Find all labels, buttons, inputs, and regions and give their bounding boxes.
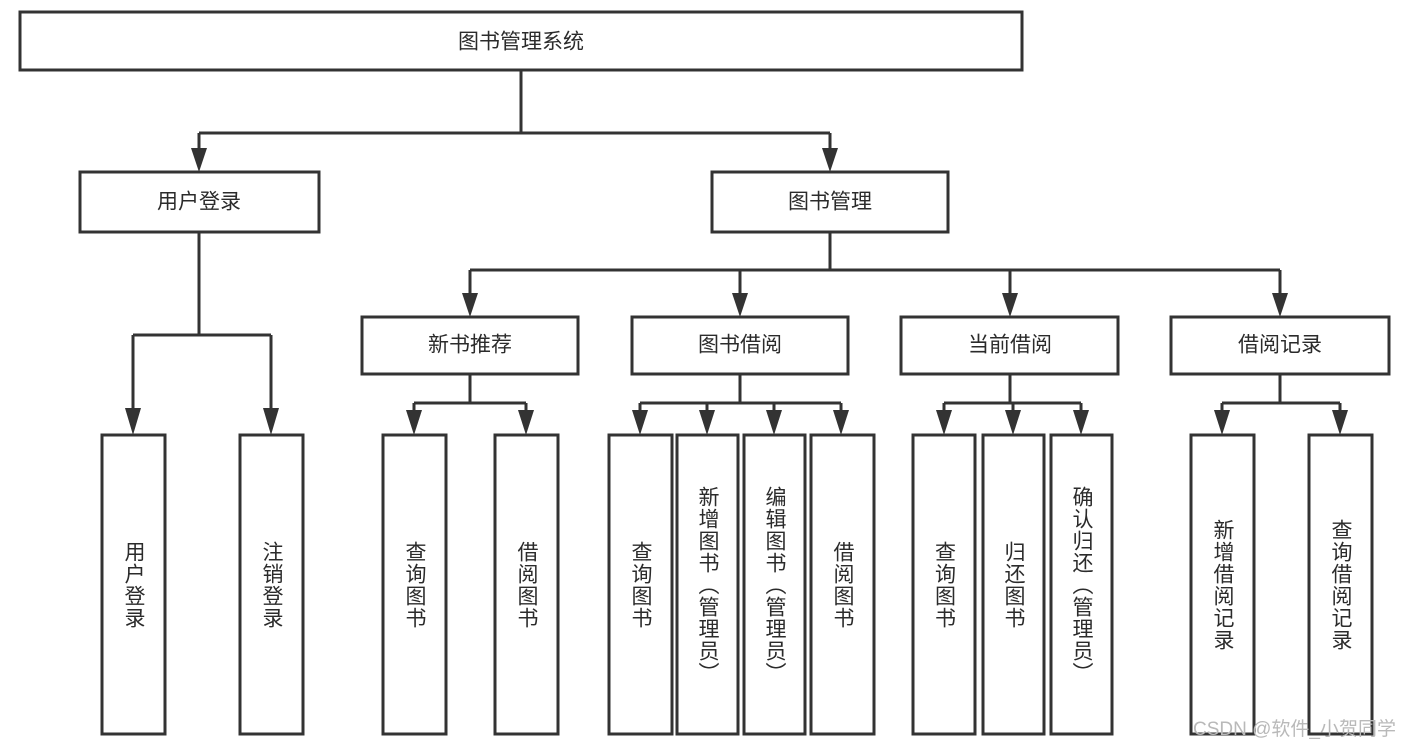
leaf-user-login-box[interactable]: [100, 433, 167, 736]
node-user-login-box[interactable]: [78, 170, 321, 234]
connector-root-to-level1: [191, 70, 838, 172]
leaf-borrow-book-2-box[interactable]: [809, 433, 876, 736]
node-book-borrow-label: 图书借阅: [698, 334, 782, 357]
connector-borrowrecord-to-leaves: [1214, 374, 1348, 435]
leaf-query-record-box[interactable]: [1307, 433, 1374, 736]
node-new-book-recommend-label: 新书推荐: [428, 334, 512, 357]
connector-currentborrow-to-leaves: [936, 374, 1089, 435]
node-current-borrow-box[interactable]: [899, 315, 1120, 376]
csdn-watermark: CSDN @软件_小贺同学: [1193, 719, 1396, 740]
leaf-confirm-return-box[interactable]: [1049, 433, 1114, 736]
leaf-add-book-box[interactable]: [675, 433, 740, 736]
connector-newbook-to-leaves: [406, 374, 534, 435]
node-borrow-record-label: 借阅记录: [1238, 334, 1322, 357]
node-new-book-recommend-box[interactable]: [360, 315, 580, 376]
node-root-box[interactable]: [18, 10, 1024, 72]
leaf-query-book-3-box[interactable]: [911, 433, 977, 736]
leaf-user-logout-box[interactable]: [238, 433, 305, 736]
node-user-login-label: 用户登录: [157, 191, 241, 214]
node-current-borrow-label: 当前借阅: [968, 334, 1052, 357]
node-book-management-label: 图书管理: [788, 191, 872, 214]
connector-bookmgmt-to-level2: [462, 232, 1288, 317]
node-borrow-record-box[interactable]: [1169, 315, 1391, 376]
leaf-borrow-book-1-box[interactable]: [493, 433, 560, 736]
leaf-query-book-1-box[interactable]: [381, 433, 448, 736]
leaf-add-record-box[interactable]: [1189, 433, 1256, 736]
leaf-query-book-2-box[interactable]: [607, 433, 674, 736]
node-book-management-box[interactable]: [710, 170, 950, 234]
node-root-label: 图书管理系统: [458, 31, 584, 54]
node-book-borrow-box[interactable]: [630, 315, 850, 376]
leaf-edit-book-box[interactable]: [742, 433, 807, 736]
leaf-return-book-box[interactable]: [981, 433, 1046, 736]
connector-bookborrow-to-leaves: [632, 374, 849, 435]
connector-userlogin-to-leaves: [125, 232, 279, 435]
